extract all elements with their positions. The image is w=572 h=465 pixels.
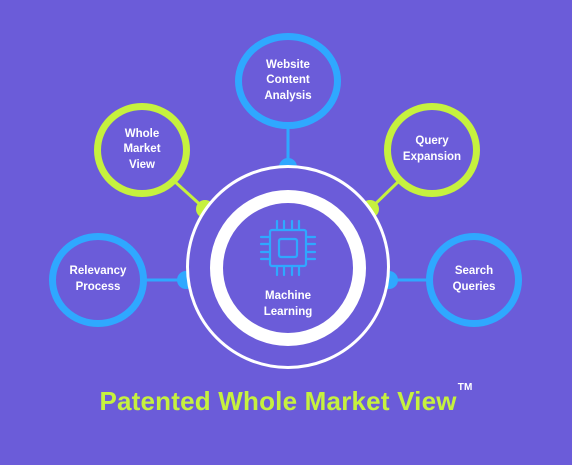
- hub-label-line: Machine: [264, 290, 311, 302]
- node-label-line: Process: [75, 281, 121, 293]
- diagram-title-text: Patented Whole Market View: [99, 386, 457, 416]
- node-label-line: Analysis: [264, 89, 312, 102]
- node-label-line: Relevancy: [69, 265, 127, 278]
- node-label-line: Search: [454, 265, 494, 278]
- node-label-line: Website: [266, 58, 310, 71]
- node-label-line: Whole: [124, 127, 160, 140]
- trademark-mark: TM: [457, 382, 473, 393]
- node-relevancy-process: Relevancy Process: [49, 233, 147, 327]
- node-website-content-analysis: Website Content Analysis: [235, 33, 341, 129]
- node-label-line: Expansion: [402, 151, 462, 163]
- node-label-line: View: [128, 158, 155, 171]
- node-label-line: Query: [415, 135, 449, 148]
- hub-label-machine-learning: Machine Learning: [238, 289, 338, 320]
- cpu-chip-icon: [259, 219, 317, 277]
- node-label-line: Queries: [452, 281, 496, 293]
- hub-label-line: Learning: [263, 305, 313, 318]
- node-query-expansion: Query Expansion: [384, 103, 480, 197]
- node-search-queries: Search Queries: [426, 233, 522, 327]
- node-whole-market-view: Whole Market View: [94, 103, 190, 197]
- node-label-line: Market: [123, 143, 161, 156]
- diagram-title: Patented Whole Market ViewTM: [0, 382, 572, 417]
- node-label-line: Content: [266, 74, 310, 87]
